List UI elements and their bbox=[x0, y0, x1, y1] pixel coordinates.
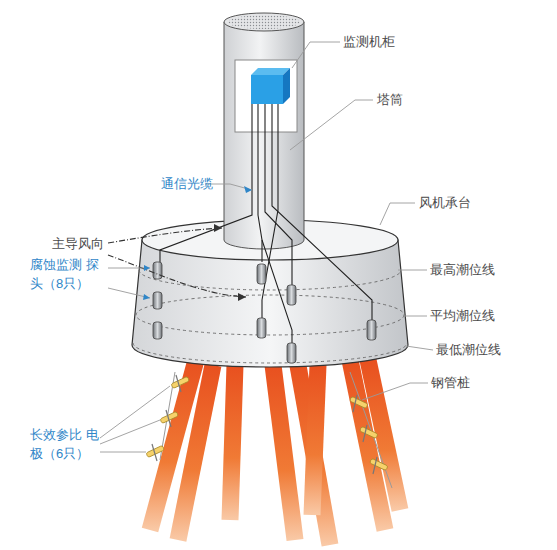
electrode-label: 长效参比 电极（6只） bbox=[30, 426, 106, 464]
tower-label: 塔筒 bbox=[377, 91, 403, 110]
cable-label: 通信光缆 bbox=[161, 175, 213, 194]
cabinet-label: 监测机柜 bbox=[343, 33, 395, 52]
high-tide-label: 最高潮位线 bbox=[430, 261, 495, 280]
steel-pile-label: 钢管桩 bbox=[431, 374, 470, 393]
wind-direction-label: 主导风向 bbox=[52, 235, 104, 254]
probe-label: 腐蚀监测 探头（8只） bbox=[30, 256, 106, 294]
mean-tide-label: 平均潮位线 bbox=[430, 307, 495, 326]
low-tide-label: 最低潮位线 bbox=[436, 341, 501, 360]
pile-cap-label: 风机承台 bbox=[419, 194, 471, 213]
